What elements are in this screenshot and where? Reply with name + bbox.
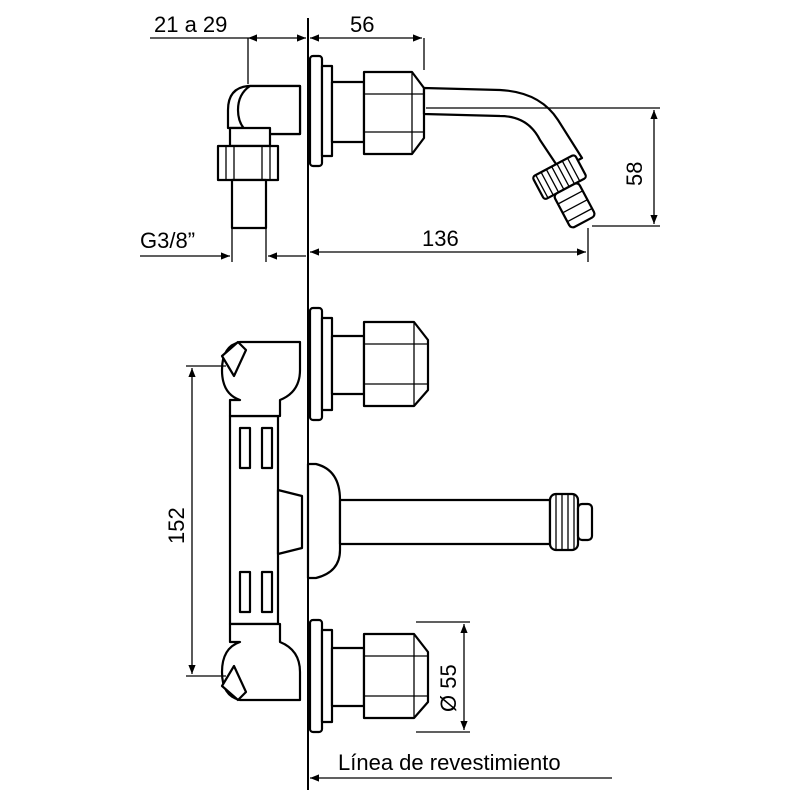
valve-projection-label: 56 — [350, 12, 374, 37]
wall-offset-label: 21 a 29 — [154, 12, 227, 37]
spout-drop-label: 58 — [622, 162, 647, 186]
dim-wall-offset: 21 a 29 — [150, 12, 306, 84]
dim-spout-drop: 58 — [426, 107, 660, 227]
spout-reach-label: 136 — [422, 226, 459, 251]
dim-inlet-thread: G3/8” — [140, 228, 306, 262]
wall-line-callout: Línea de revestimiento — [310, 750, 612, 782]
dim-valve-projection: 56 — [310, 12, 425, 70]
side-view — [216, 54, 596, 230]
dim-spout-reach: 136 — [310, 226, 589, 262]
inlet-thread-label: G3/8” — [140, 228, 195, 253]
dim-handle-diameter: Ø 55 — [416, 621, 470, 733]
centers-label: 152 — [164, 507, 189, 544]
wall-line-label: Línea de revestimiento — [338, 750, 561, 775]
handle-diameter-label: Ø 55 — [436, 664, 461, 712]
front-view — [220, 306, 594, 734]
dim-centers: 152 — [164, 365, 226, 677]
